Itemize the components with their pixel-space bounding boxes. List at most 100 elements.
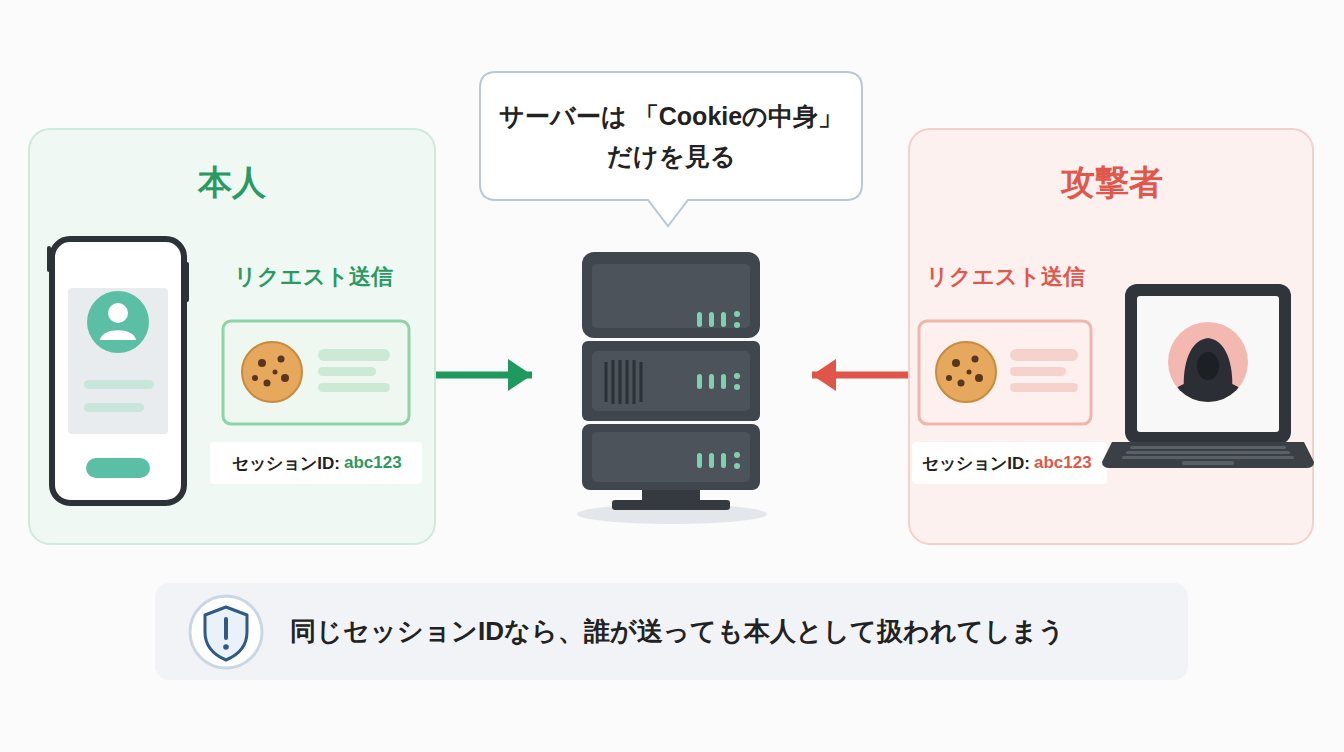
keyboard-row [1130, 446, 1286, 449]
hacker-hood [1184, 338, 1233, 392]
grille-line [633, 360, 636, 404]
request-arrow [436, 372, 532, 379]
id-value: abc123 [1034, 442, 1114, 484]
grille-line [612, 360, 615, 404]
cookie-chip [252, 375, 258, 381]
phone-body [52, 239, 184, 503]
cookie-chip [264, 380, 271, 387]
laptop-screen [1125, 284, 1291, 444]
card-line [1010, 367, 1066, 376]
server-node: サーバーは 「Cookieの中身」だけを見る [552, 250, 792, 520]
request-arrow [812, 372, 908, 379]
keyboard-row [1122, 456, 1294, 459]
warning-banner: 同じセッションIDなら、誰が送っても本人として扱われてしまう [155, 583, 1188, 680]
cookie-chip [258, 359, 266, 367]
avatar-head [108, 303, 128, 323]
server-light [734, 384, 740, 390]
panel-heading: 攻撃者 [910, 158, 1314, 208]
server-light [734, 311, 740, 317]
cookie-chip [278, 356, 285, 363]
server-light [721, 453, 726, 468]
phone-line [84, 380, 154, 389]
phone-button [185, 262, 189, 302]
cookie-chip [952, 359, 960, 367]
server-light [734, 322, 740, 328]
cookie-chip [967, 370, 972, 375]
server-light [709, 312, 714, 327]
hacker-figure [1166, 338, 1250, 404]
warning-text: 同じセッションIDなら、誰が送っても本人として扱われてしまう [290, 583, 1180, 680]
id-label: セッションID: [912, 442, 1030, 484]
card-line [318, 349, 390, 361]
exclamation-bar [224, 619, 228, 638]
server-light [734, 452, 740, 458]
keyboard-row [1126, 451, 1290, 454]
cookie-chip [958, 380, 965, 387]
cookie-card [919, 321, 1091, 424]
shield-icon [205, 607, 247, 660]
laptop-trackpad [1182, 461, 1234, 465]
laptop-base [1102, 442, 1314, 468]
card-line [318, 383, 390, 392]
actor-panel: 攻撃者リクエスト送信セッションID:abc123 [908, 128, 1314, 545]
server-face [592, 432, 750, 482]
cookie-chip [975, 374, 983, 382]
server-light [721, 374, 726, 389]
server-unit [582, 341, 760, 421]
laptop-display [1137, 296, 1279, 432]
server-face [592, 264, 750, 328]
exclamation-dot [223, 644, 229, 650]
actor-panel: 本人リクエスト送信セッションID:abc123 [28, 128, 436, 545]
grille-line [626, 360, 629, 404]
phone-button-ui [86, 458, 150, 478]
server-light [709, 453, 714, 468]
card-line [1010, 349, 1078, 361]
hacker-backdrop [1168, 322, 1248, 402]
cookie-chip [946, 375, 952, 381]
id-label: セッションID: [210, 442, 340, 484]
alert-badge [190, 596, 262, 668]
server-stand [642, 486, 700, 506]
speech-bubble [480, 72, 862, 226]
server-unit [582, 424, 760, 490]
phone-button [47, 246, 51, 272]
id-value: abc123 [344, 442, 424, 484]
server-grille [606, 360, 641, 404]
cookie-body [936, 342, 996, 402]
step-label: リクエスト送信 [188, 257, 438, 297]
server-light [709, 374, 714, 389]
server-light [697, 312, 702, 327]
grille-line [640, 362, 643, 402]
cookie-chip [273, 370, 278, 375]
laptop-keyboard [1122, 446, 1294, 465]
server-shadow [577, 504, 767, 524]
server-light [697, 453, 702, 468]
cookie-chip [972, 356, 979, 363]
step-label: リクエスト送信 [910, 257, 1100, 297]
server-light [734, 373, 740, 379]
panel-heading: 本人 [30, 158, 434, 208]
server-face [592, 351, 750, 411]
avatar-circle [87, 291, 149, 353]
avatar-body [100, 330, 136, 340]
server-callout: サーバーは 「Cookieの中身」だけを見る [480, 72, 862, 200]
server-light [734, 463, 740, 469]
cookie-icon [242, 342, 302, 402]
phone-line [84, 403, 144, 412]
grille-line [605, 362, 608, 402]
phone-panel [68, 288, 168, 434]
cookie-body [242, 342, 302, 402]
server-foot [612, 500, 730, 510]
cookie-icon [936, 342, 996, 402]
card-line [1010, 383, 1078, 392]
server-lights [697, 311, 740, 469]
card-line [318, 367, 376, 376]
server-light [697, 374, 702, 389]
hacker-face [1197, 352, 1219, 380]
cookie-card [223, 321, 409, 424]
server-light [721, 312, 726, 327]
cookie-chip [281, 374, 289, 382]
hacker-shoulders [1166, 380, 1250, 404]
